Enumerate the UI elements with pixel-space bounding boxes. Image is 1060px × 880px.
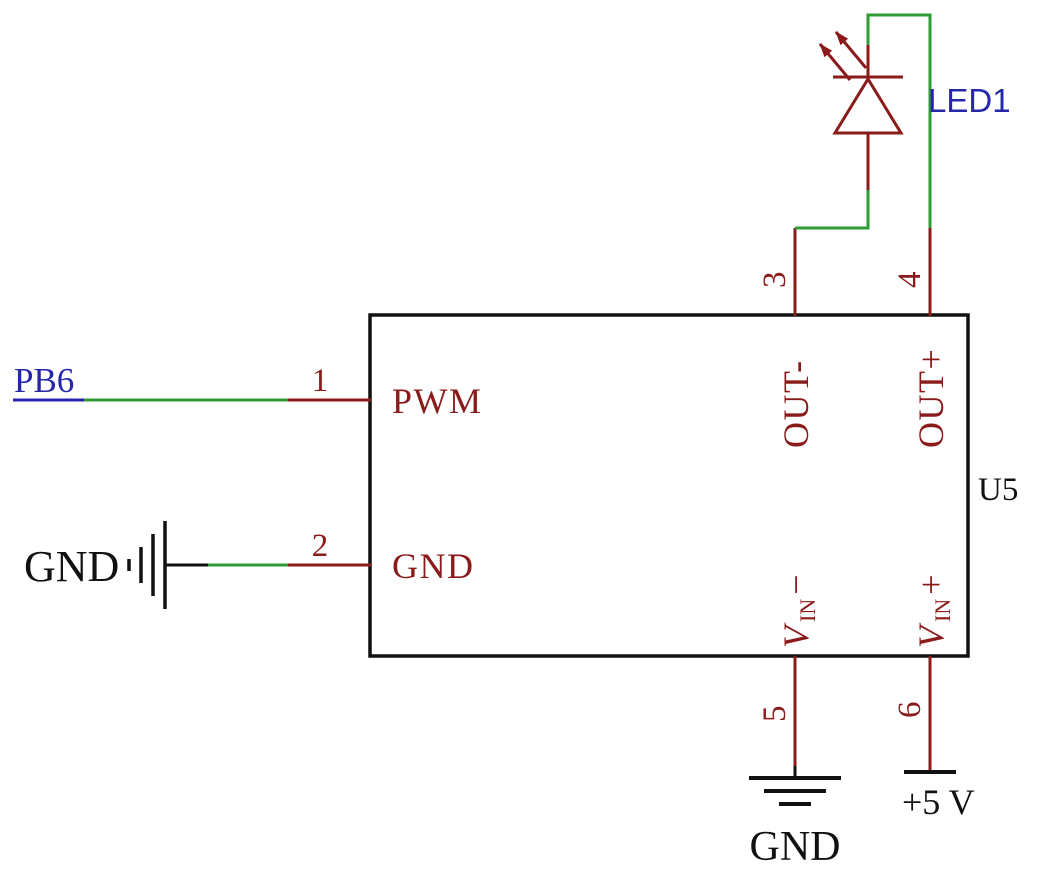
ic-designator: U5 xyxy=(978,472,1018,508)
gnd-symbol-bottom xyxy=(749,776,841,806)
pin3-name: OUT- xyxy=(776,359,816,448)
pin6-name-base: V xyxy=(911,622,951,648)
pin5-name-sign: − xyxy=(776,574,816,594)
pin4-number: 4 xyxy=(892,272,928,289)
pin2-name: GND xyxy=(392,546,475,586)
pin2-number: 2 xyxy=(312,528,329,564)
led-emission-arrow-2 xyxy=(834,31,868,69)
plus5v-label: +5 V xyxy=(902,782,975,822)
pin5-name-sub: IN xyxy=(795,599,820,622)
gnd-symbol-left xyxy=(127,521,208,609)
pin5-name-base: V xyxy=(776,622,816,648)
ic-body xyxy=(368,313,970,658)
wire-out-plus xyxy=(866,13,932,228)
pin1-number: 1 xyxy=(312,363,329,399)
led-symbol xyxy=(818,31,904,190)
pin6-name-sub: IN xyxy=(930,599,955,622)
pin1-name: PWM xyxy=(392,381,483,421)
led-triangle xyxy=(832,76,904,135)
pin6-name: V IN + xyxy=(911,574,955,648)
net-label-pb6: PB6 xyxy=(14,361,74,400)
gnd-label-left: GND xyxy=(24,542,119,591)
wire-out-minus xyxy=(795,190,870,230)
led-designator: LED1 xyxy=(928,82,1011,119)
pin3-number: 3 xyxy=(757,272,793,289)
pin4-name: OUT+ xyxy=(911,348,951,448)
gnd-label-bottom: GND xyxy=(750,824,841,870)
pin5-name: V IN − xyxy=(776,574,820,648)
pin5-number: 5 xyxy=(757,706,793,723)
pin6-number: 6 xyxy=(892,702,928,719)
led-emission-arrow-1 xyxy=(818,43,852,81)
pin6-name-sign: + xyxy=(911,574,951,594)
